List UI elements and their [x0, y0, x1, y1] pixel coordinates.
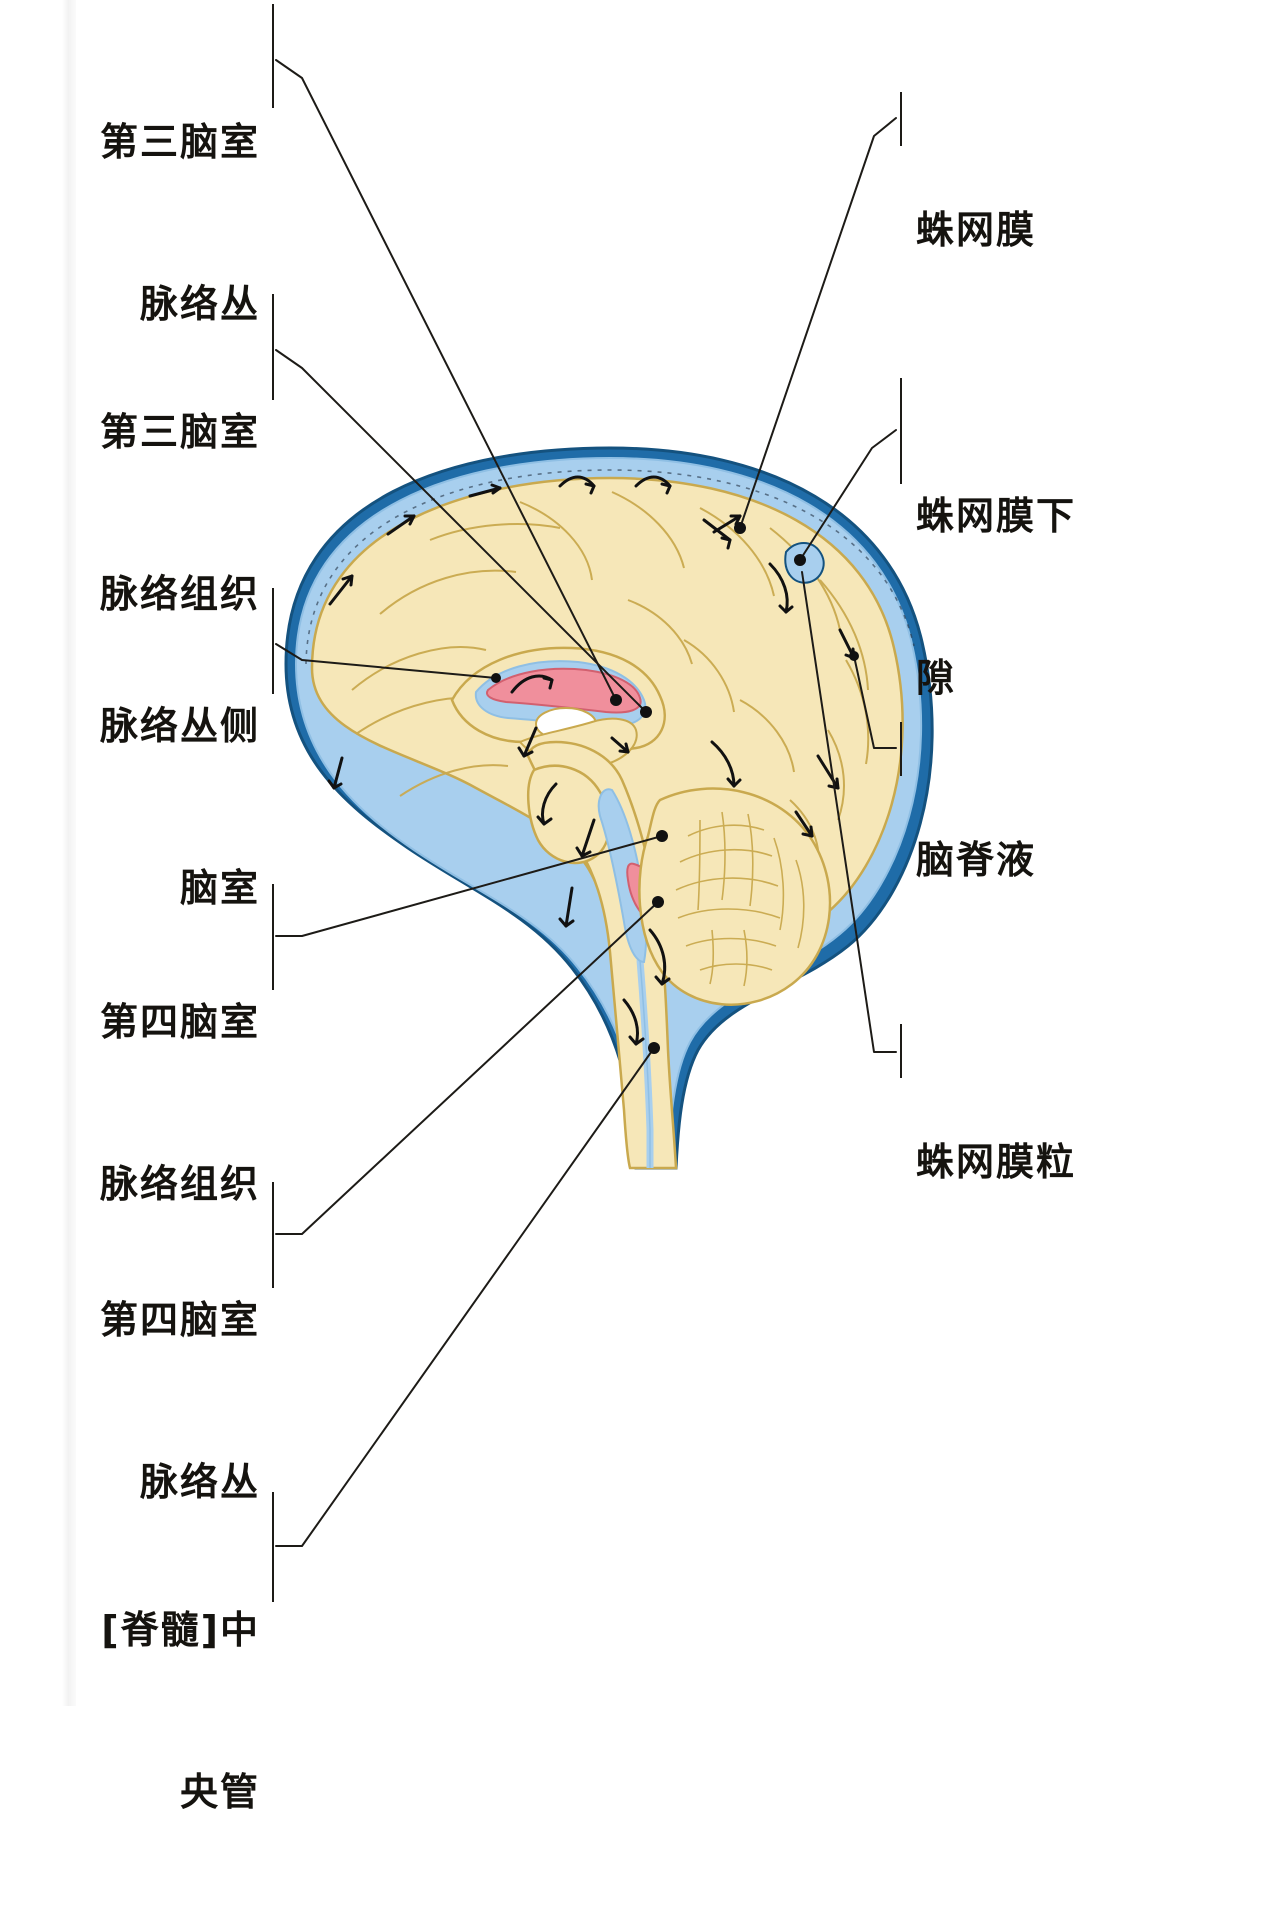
label-line: 脉络丛	[139, 281, 260, 326]
leader-subarachnoid-space	[799, 429, 897, 561]
label-fourth-ventricle-tela-choroidea: 第四脑室 脉络组织	[60, 888, 260, 1320]
label-line: 第四脑室	[99, 1297, 260, 1342]
label-third-ventricle-tela-choroidea: 第三脑室 脉络组织	[60, 298, 260, 730]
leader-fourth-ventricle-tela-choroidea	[275, 835, 663, 937]
bracket-arachnoid-granulations	[900, 1024, 902, 1078]
leader-endpoint-dot	[849, 651, 859, 661]
label-line: 蛛网膜下	[916, 493, 1077, 538]
label-cerebrospinal-fluid: 脑脊液	[916, 726, 1216, 996]
label-third-ventricle-choroid-plexus: 第三脑室 脉络丛	[60, 8, 260, 440]
leader-endpoint-dot	[648, 1042, 660, 1054]
label-fourth-ventricle-choroid-plexus: 第四脑室 脉络丛	[60, 1186, 260, 1618]
label-subarachnoid-space: 蛛网膜下 隙	[916, 382, 1236, 814]
leader-lateral-ventricle-choroid-plexus	[275, 643, 497, 679]
label-line: 脉络组织	[99, 571, 260, 616]
label-arachnoid-mater: 蛛网膜	[916, 96, 1216, 366]
leader-endpoint-dot	[640, 706, 652, 718]
label-line: 蛛网膜粒	[916, 1139, 1077, 1184]
leader-endpoint-dot	[656, 830, 668, 842]
leader-fourth-ventricle-choroid-plexus	[275, 901, 659, 1235]
label-line: 第三脑室	[99, 119, 260, 164]
bracket-fourth-ventricle-tela-choroidea	[272, 884, 274, 990]
label-line: 隙	[916, 655, 957, 700]
label-line: 脉络丛	[139, 1459, 260, 1504]
bracket-subarachnoid-space	[900, 378, 902, 484]
bracket-lateral-ventricle-choroid-plexus	[272, 588, 274, 694]
arachnoid-membrane-line	[305, 469, 915, 665]
bracket-arachnoid-mater	[900, 92, 902, 146]
label-line: 脑脊液	[916, 837, 1037, 882]
leader-third-ventricle-tela-choroidea	[275, 349, 647, 713]
label-line: 第四脑室	[99, 999, 260, 1044]
leader-endpoint-dot	[610, 694, 622, 706]
label-line: 第三脑室	[99, 409, 260, 454]
leader-third-ventricle-choroid-plexus	[275, 59, 617, 701]
label-line: [脊髓]中	[101, 1607, 260, 1652]
label-central-canal: [脊髓]中 央管	[50, 1496, 260, 1928]
leader-central-canal	[275, 1047, 655, 1547]
leader-lines	[275, 59, 897, 1547]
label-line: 脑室	[179, 865, 260, 910]
bracket-fourth-ventricle-choroid-plexus	[272, 1182, 274, 1288]
cerebellum	[638, 787, 832, 1006]
label-line: 脉络组织	[99, 1161, 260, 1206]
leader-endpoint-dot	[652, 896, 664, 908]
leader-cerebrospinal-fluid	[853, 655, 897, 749]
leader-endpoint-dot	[794, 554, 806, 566]
leader-arachnoid-granulations	[801, 571, 897, 1053]
label-line: 脉络丛侧	[99, 703, 260, 748]
leader-endpoint-dot	[734, 522, 746, 534]
bracket-cerebrospinal-fluid	[900, 722, 902, 776]
bracket-third-ventricle-tela-choroidea	[272, 294, 274, 400]
bracket-third-ventricle-choroid-plexus	[272, 4, 274, 108]
label-lateral-ventricle-choroid-plexus: 脉络丛侧 脑室	[60, 592, 260, 1024]
leader-arachnoid-mater	[739, 117, 897, 529]
diagram-page: 第三脑室 脉络丛 第三脑室 脉络组织 脉络丛侧 脑室 第四脑室 脉络组织 第四脑…	[60, 0, 1236, 1814]
label-arachnoid-granulations: 蛛网膜粒	[916, 1028, 1236, 1298]
brain-csf-illustration	[275, 59, 934, 1547]
bracket-central-canal	[272, 1492, 274, 1602]
label-line: 蛛网膜	[916, 207, 1037, 252]
label-line: 央管	[179, 1769, 260, 1814]
leader-endpoint-dot	[491, 673, 501, 683]
